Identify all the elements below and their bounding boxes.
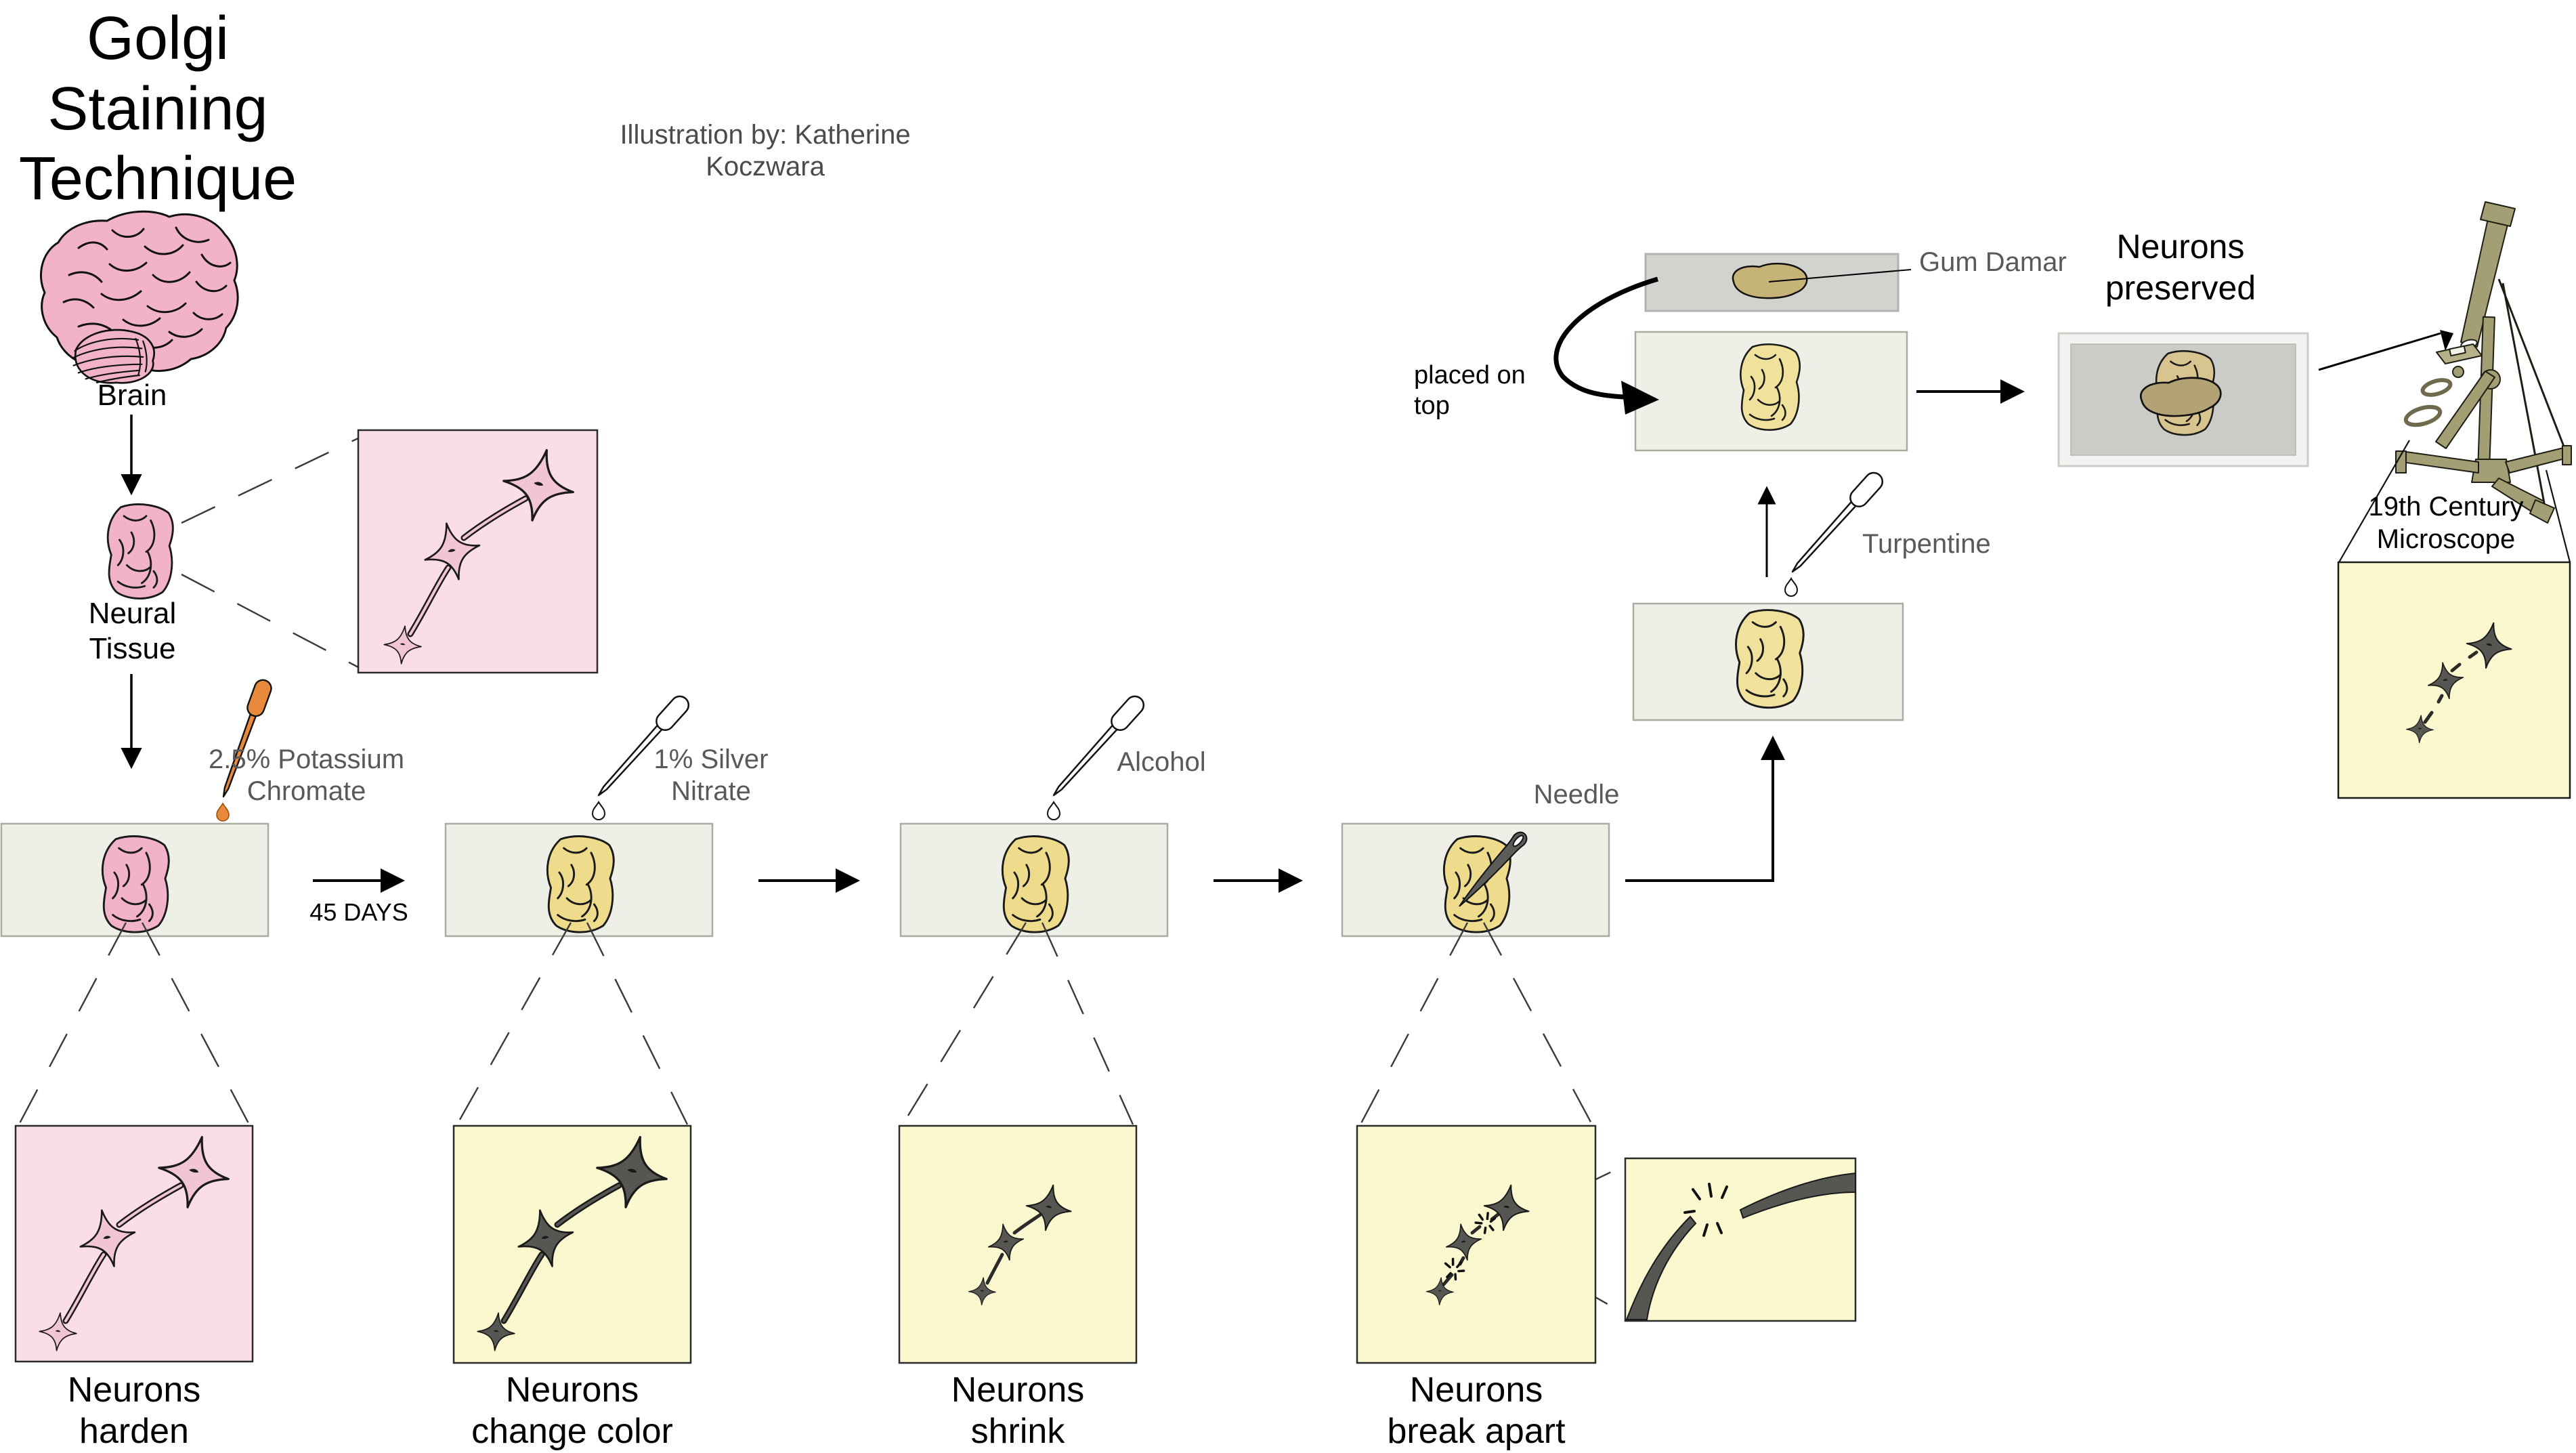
potassium-chromate-label: 2.5% Potassium Chromate xyxy=(208,744,405,807)
needle-icon xyxy=(1459,831,1528,907)
arrow-placed-on-top xyxy=(1553,276,1659,415)
alcohol-label: Alcohol xyxy=(1117,747,1206,777)
arrow-slide-to-microscope xyxy=(2318,330,2453,371)
alcohol-drop-icon xyxy=(1047,801,1060,820)
placed-on-top-label: placed on top xyxy=(1414,361,1526,420)
brain-illustration xyxy=(39,210,239,384)
turpentine-label: Turpentine xyxy=(1862,529,1991,559)
microscope-icon xyxy=(2395,201,2572,524)
needle-label: Needle xyxy=(1533,780,1620,809)
zoom-box-neurons-harden xyxy=(14,1124,254,1363)
credit-text: Illustration by: Katherine Koczwara xyxy=(620,120,911,182)
tissue-in-turpentine-slide xyxy=(1735,609,1805,709)
stage-label-harden: Neurons harden xyxy=(67,1370,201,1452)
duration-label: 45 DAYS xyxy=(309,898,408,926)
tissue-in-slide-3 xyxy=(1001,835,1070,933)
zoom-box-break-closeup xyxy=(1624,1157,1857,1322)
microscope-view-lines xyxy=(2338,440,2571,563)
covered-slide xyxy=(2057,332,2309,467)
tissue-in-slide-2 xyxy=(546,835,615,933)
zoom-box-neurons-break-apart xyxy=(1356,1124,1597,1364)
turpentine-drop-icon xyxy=(1784,578,1798,597)
stage-label-shrink: Neurons shrink xyxy=(951,1370,1085,1452)
gum-damar-blob xyxy=(1732,262,1808,299)
neurons-preserved-label: Neurons preserved xyxy=(2105,228,2256,307)
page-title: Golgi Staining Technique xyxy=(18,5,297,213)
zoom-box-neurons-shrink xyxy=(898,1124,1138,1364)
silver-nitrate-drop-icon xyxy=(592,801,605,820)
tissue-in-slide-1 xyxy=(101,835,170,933)
stage-label-break-apart: Neurons break apart xyxy=(1387,1370,1566,1452)
zoom-box-healthy-neurons xyxy=(357,429,599,674)
silver-nitrate-label: 1% Silver Nitrate xyxy=(653,744,769,807)
cerebellum xyxy=(71,329,155,384)
neural-tissue-piece xyxy=(106,503,174,599)
zoom-connector-tissue xyxy=(181,436,360,669)
gum-damar-label: Gum Damar xyxy=(1919,247,2067,277)
gum-damar-pointer-line xyxy=(1768,269,1912,282)
turpentine-pipette-icon xyxy=(1785,468,1887,578)
neural-tissue-label: Neural Tissue xyxy=(88,597,177,665)
microscope-label: 19th Century Microscope xyxy=(2368,492,2524,554)
stage-label-change-color: Neurons change color xyxy=(471,1370,673,1452)
brain-label: Brain xyxy=(97,379,167,412)
arrow-slide4-to-turpentine xyxy=(1625,736,1785,882)
break-spark-marks xyxy=(1683,1183,1728,1237)
tissue-in-mounting-slide xyxy=(1740,343,1801,431)
